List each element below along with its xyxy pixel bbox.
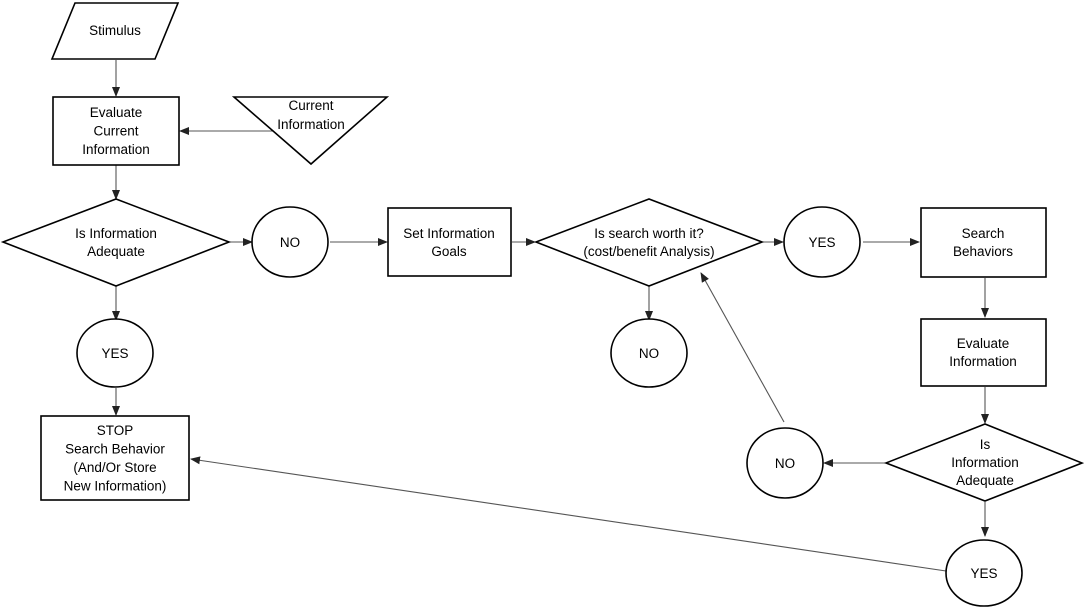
label-line: Adequate xyxy=(956,473,1014,488)
label-line: YES xyxy=(808,235,835,250)
edge-yes-back-to-stop xyxy=(190,456,947,572)
label-line: STOP xyxy=(97,423,134,438)
label-line: NO xyxy=(639,346,659,361)
label-line: YES xyxy=(970,566,997,581)
label-line: Information xyxy=(949,354,1017,369)
no-node-3: NO xyxy=(746,427,824,499)
no-node-3-label: NO xyxy=(775,456,795,471)
edge-no-back-to-worth xyxy=(700,272,785,423)
label-line: NO xyxy=(775,456,795,471)
label-line: Information xyxy=(277,117,345,132)
decision-search-worth-label: Is search worth it? (cost/benefit Analysi… xyxy=(583,226,714,259)
no-node-1-label: NO xyxy=(280,235,300,250)
label-line: Set Information xyxy=(403,226,495,241)
no-node-2-label: NO xyxy=(639,346,659,361)
label-line: New Information) xyxy=(64,479,167,494)
label-line: Evaluate xyxy=(90,105,143,120)
yes-node-1-label: YES xyxy=(808,235,835,250)
label-line: Goals xyxy=(431,244,467,259)
label-line: Is Information xyxy=(75,226,157,241)
label-line: (cost/benefit Analysis) xyxy=(583,244,714,259)
label-line: Is search worth it? xyxy=(594,226,704,241)
label-line: Evaluate xyxy=(957,336,1010,351)
label-line: Search Behavior xyxy=(65,442,165,457)
stimulus-node: Stimulus xyxy=(50,2,180,60)
label-line: Information xyxy=(951,455,1019,470)
label-line: Stimulus xyxy=(89,23,141,38)
label-line: Search xyxy=(962,226,1005,241)
no-node-1: NO xyxy=(251,206,329,278)
label-line: Adequate xyxy=(87,244,145,259)
label-line: Current xyxy=(93,124,138,139)
yes-node-2-label: YES xyxy=(101,346,128,361)
connectors xyxy=(112,60,989,572)
label-line: YES xyxy=(101,346,128,361)
yes-node-2: YES xyxy=(76,318,154,388)
label-line: Behaviors xyxy=(953,244,1013,259)
yes-node-3-label: YES xyxy=(970,566,997,581)
no-node-2: NO xyxy=(610,318,688,388)
label-line: (And/Or Store xyxy=(73,460,156,475)
yes-node-3: YES xyxy=(945,539,1023,607)
label-line: Current xyxy=(288,98,333,113)
stimulus-label: Stimulus xyxy=(89,23,141,38)
label-line: Information xyxy=(82,142,150,157)
label-line: NO xyxy=(280,235,300,250)
decision-search-worth: Is search worth it? (cost/benefit Analysi… xyxy=(533,198,765,287)
yes-node-1: YES xyxy=(783,206,861,278)
label-line: Is xyxy=(980,437,991,452)
